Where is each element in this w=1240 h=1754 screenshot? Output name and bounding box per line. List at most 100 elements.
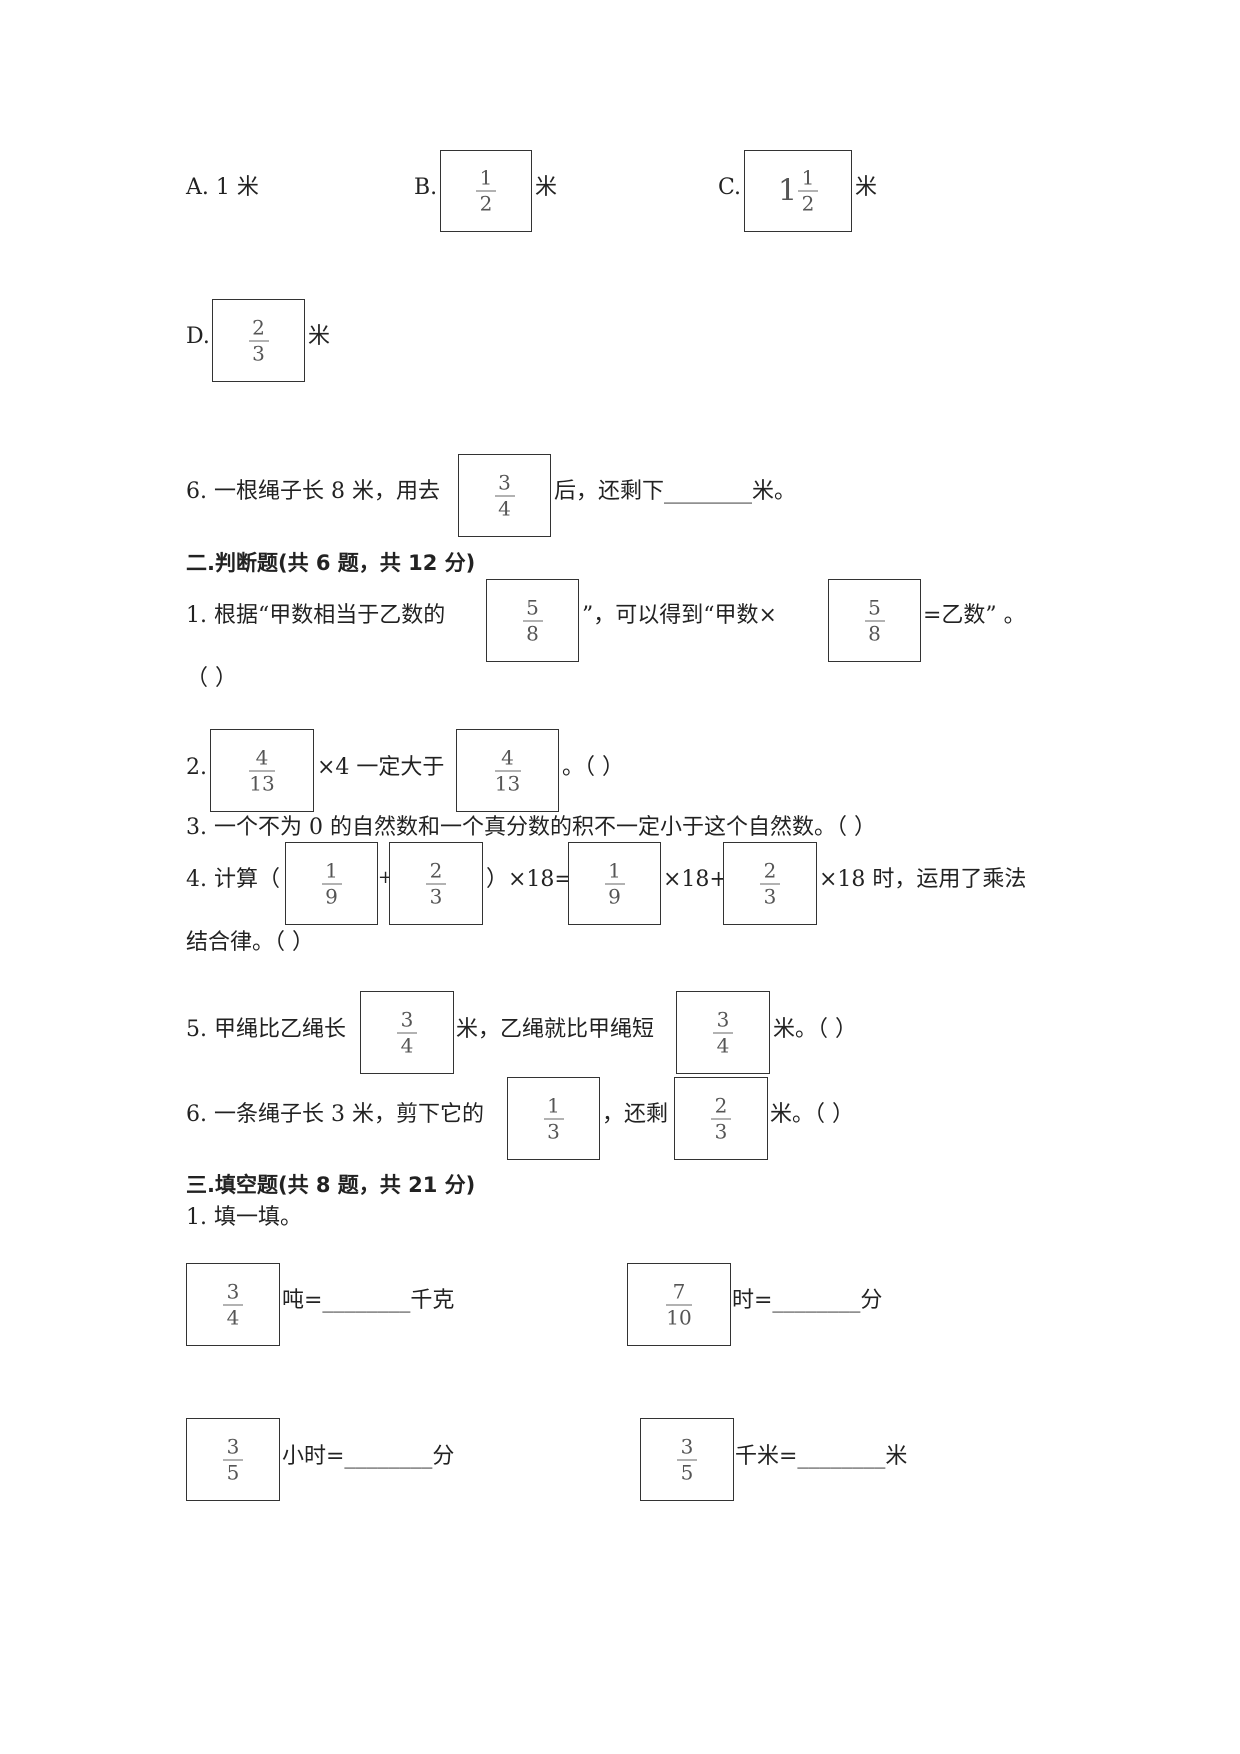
fraction: 2 3 (213, 317, 304, 364)
fraction-bar (604, 883, 625, 884)
denominator: 2 (801, 191, 815, 216)
answer-parentheses[interactable]: （ ） (186, 666, 237, 691)
denominator: 10 (666, 1305, 692, 1329)
numerator: 1 (801, 165, 815, 190)
fill-item-text[interactable]: 千米=________米 (735, 1444, 908, 1469)
fraction-box: 5 8 (486, 579, 579, 662)
fraction: 3 4 (459, 472, 550, 519)
fraction: 2 3 (724, 860, 816, 907)
option-c-label: C. (718, 175, 742, 200)
numerator: 7 (672, 1279, 686, 1303)
fraction-box: 2 3 (389, 842, 483, 925)
fraction-box: 3 4 (458, 454, 551, 537)
fraction: 5 8 (829, 597, 920, 644)
fraction: 4 13 (211, 747, 313, 794)
denominator: 8 (868, 621, 881, 645)
judge-5-text-end: 米。（ ） (773, 1017, 857, 1042)
section-2-heading: 二.判断题(共 6 题，共 12 分) (186, 551, 476, 575)
numerator: 3 (680, 1434, 694, 1458)
fraction-box: 2 3 (723, 842, 817, 925)
fraction-box: 1 2 (440, 150, 532, 232)
judge-6-text-mid: ，还剩 (602, 1102, 669, 1127)
numerator: 2 (763, 858, 777, 882)
fill-item-text[interactable]: 小时=________分 (282, 1444, 455, 1469)
denominator: 3 (547, 1119, 560, 1143)
judge-4-text-line2: 结合律。（ ） (186, 930, 314, 955)
numerator: 2 (714, 1093, 728, 1117)
numerator: 1 (608, 858, 621, 882)
judge-1-text-mid: ”，可以得到“甲数× (582, 603, 777, 628)
denominator: 3 (252, 341, 265, 365)
judge-3-text: 3. 一个不为 0 的自然数和一个真分数的积不一定小于这个自然数。（ ） (186, 815, 876, 840)
numerator: 4 (501, 745, 514, 769)
fraction-box: 1 1 2 (744, 150, 852, 232)
denominator: 13 (249, 771, 275, 795)
fraction-bar (760, 883, 780, 884)
numerator: 1 (325, 858, 338, 882)
denominator: 5 (680, 1460, 694, 1484)
numerator: 3 (400, 1007, 414, 1031)
denominator: 3 (763, 884, 777, 908)
numerator: 3 (226, 1279, 240, 1303)
fraction: 7 10 (628, 1281, 730, 1328)
fraction-bar (249, 770, 275, 771)
fraction-bar (864, 620, 885, 621)
fraction: 4 13 (457, 747, 558, 794)
fraction: 2 3 (390, 860, 482, 907)
fraction: 3 4 (187, 1281, 279, 1328)
unit-label: 米 (308, 324, 331, 349)
numerator: 5 (868, 595, 881, 619)
judge-2-text-mid: ×4 一定大于 (317, 755, 445, 780)
numerator: 5 (526, 595, 539, 619)
fraction-box: 3 5 (640, 1418, 734, 1501)
fill-item-text[interactable]: 吨=________千克 (282, 1288, 455, 1313)
fraction-box: 1 9 (285, 842, 378, 925)
fraction: 3 5 (187, 1436, 279, 1483)
fraction-box: 2 3 (674, 1077, 768, 1160)
fraction: 3 4 (361, 1009, 453, 1056)
fraction-bar (248, 340, 269, 341)
fraction-bar (223, 1459, 243, 1460)
judge-5-text-mid: 米，乙绳就比甲绳短 (456, 1017, 655, 1042)
numerator: 4 (255, 745, 269, 769)
unit-label: 米 (535, 175, 558, 200)
fraction-bar (713, 1032, 733, 1033)
fill-1-title: 1. 填一填。 (186, 1205, 302, 1230)
fraction-box: 1 3 (507, 1077, 600, 1160)
fraction-box: 3 4 (360, 991, 454, 1074)
option-a: A. 1 米 (186, 175, 259, 200)
numerator: 2 (429, 858, 443, 882)
fraction-box: 5 8 (828, 579, 921, 662)
denominator: 3 (429, 884, 443, 908)
denominator: 9 (608, 884, 621, 908)
fraction-box: 7 10 (627, 1263, 731, 1346)
fraction-box: 3 4 (676, 991, 770, 1074)
judge-4-text: 4. 计算（ (186, 867, 280, 892)
fraction-box: 4 13 (210, 729, 314, 812)
question-6-text-end: 后，还剩下________米。 (554, 479, 797, 504)
fraction-bar (321, 883, 342, 884)
option-d-label: D. (186, 324, 210, 349)
denominator: 4 (226, 1305, 240, 1329)
fraction-bar (677, 1459, 697, 1460)
fraction-bar (543, 1118, 564, 1119)
fraction: 1 2 (798, 165, 819, 216)
fraction: 1 9 (286, 860, 377, 907)
fraction-bar (522, 620, 543, 621)
numerator: 2 (252, 315, 265, 339)
question-6-text: 6. 一根绳子长 8 米，用去 (186, 479, 440, 504)
denominator: 2 (479, 191, 493, 216)
mixed-number: 1 1 2 (745, 165, 851, 216)
numerator: 3 (716, 1007, 730, 1031)
fraction-box: 1 9 (568, 842, 661, 925)
numerator: 3 (498, 470, 511, 494)
fraction-box: 3 5 (186, 1418, 280, 1501)
fraction-bar (711, 1118, 731, 1119)
fraction-box: 4 13 (456, 729, 559, 812)
fraction-box: 2 3 (212, 299, 305, 382)
judge-2-text-end: 。（ ） (562, 755, 624, 780)
fill-item-text[interactable]: 时=________分 (732, 1288, 883, 1313)
judge-5-text: 5. 甲绳比乙绳长 (186, 1017, 346, 1042)
fraction: 3 4 (677, 1009, 769, 1056)
whole-part: 1 (777, 173, 798, 209)
